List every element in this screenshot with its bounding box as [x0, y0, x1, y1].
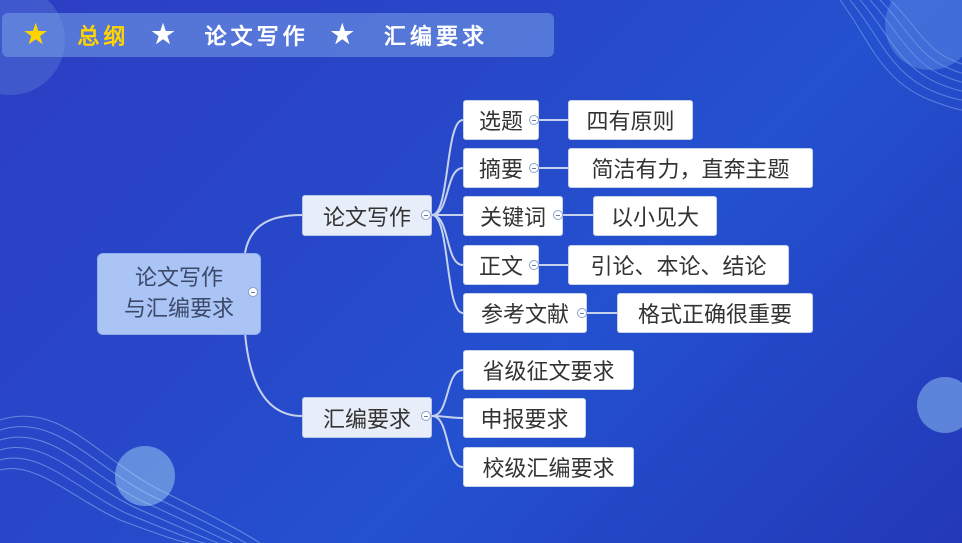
topic-node-references[interactable]: 参考文献 — [463, 293, 587, 333]
connector-b1-c1 — [431, 119, 464, 216]
collapse-toggle-icon[interactable] — [529, 115, 539, 125]
connector-b1-c2 — [431, 167, 464, 216]
topic-node-body[interactable]: 正文 — [463, 245, 539, 285]
mindmap-root-node[interactable]: 论文写作 与汇编要求 — [97, 253, 261, 335]
top-nav-bar: ★ 总纲 ★ 论文写作 ★ 汇编要求 — [2, 13, 554, 57]
topic-node-topic-selection[interactable]: 选题 — [463, 100, 539, 140]
topic-node-provincial-requirements[interactable]: 省级征文要求 — [463, 350, 634, 390]
detail-node-concise[interactable]: 简洁有力，直奔主题 — [568, 148, 813, 188]
nav-item-compilation-requirements[interactable]: 汇编要求 — [383, 24, 488, 50]
collapse-toggle-icon[interactable] — [529, 163, 539, 173]
nav-item-overview[interactable]: 总纲 — [77, 24, 130, 50]
collapse-toggle-icon[interactable] — [577, 308, 587, 318]
topic-node-application-requirements[interactable]: 申报要求 — [463, 398, 586, 438]
branch-node-compilation-requirements[interactable]: 汇编要求 — [302, 397, 432, 438]
collapse-toggle-icon[interactable] — [529, 260, 539, 270]
detail-node-structure[interactable]: 引论、本论、结论 — [568, 245, 789, 285]
collapse-toggle-icon[interactable] — [248, 287, 258, 297]
collapse-toggle-icon[interactable] — [553, 210, 563, 220]
connector-root-branch1 — [244, 214, 303, 254]
topic-node-abstract[interactable]: 摘要 — [463, 148, 539, 188]
nav-item-thesis-writing[interactable]: 论文写作 — [204, 24, 309, 50]
root-line-1: 论文写作 — [134, 266, 223, 291]
connector-b2-c1 — [431, 369, 464, 417]
star-icon: ★ — [24, 20, 52, 50]
branch-node-thesis-writing[interactable]: 论文写作 — [302, 195, 432, 236]
connector-b1-c5 — [431, 214, 464, 314]
detail-node-four-principles[interactable]: 四有原则 — [568, 100, 693, 140]
collapse-toggle-icon[interactable] — [421, 210, 431, 220]
star-icon: ★ — [151, 20, 179, 50]
star-icon: ★ — [330, 20, 358, 50]
detail-node-small-to-big[interactable]: 以小见大 — [593, 196, 717, 236]
collapse-toggle-icon[interactable] — [421, 411, 431, 421]
connector-b2-c3 — [431, 415, 464, 468]
detail-node-format[interactable]: 格式正确很重要 — [617, 293, 813, 333]
topic-node-school-requirements[interactable]: 校级汇编要求 — [463, 447, 634, 487]
topic-node-keywords[interactable]: 关键词 — [463, 196, 563, 236]
root-line-2: 与汇编要求 — [123, 297, 234, 322]
connector-root-branch2 — [244, 332, 303, 417]
